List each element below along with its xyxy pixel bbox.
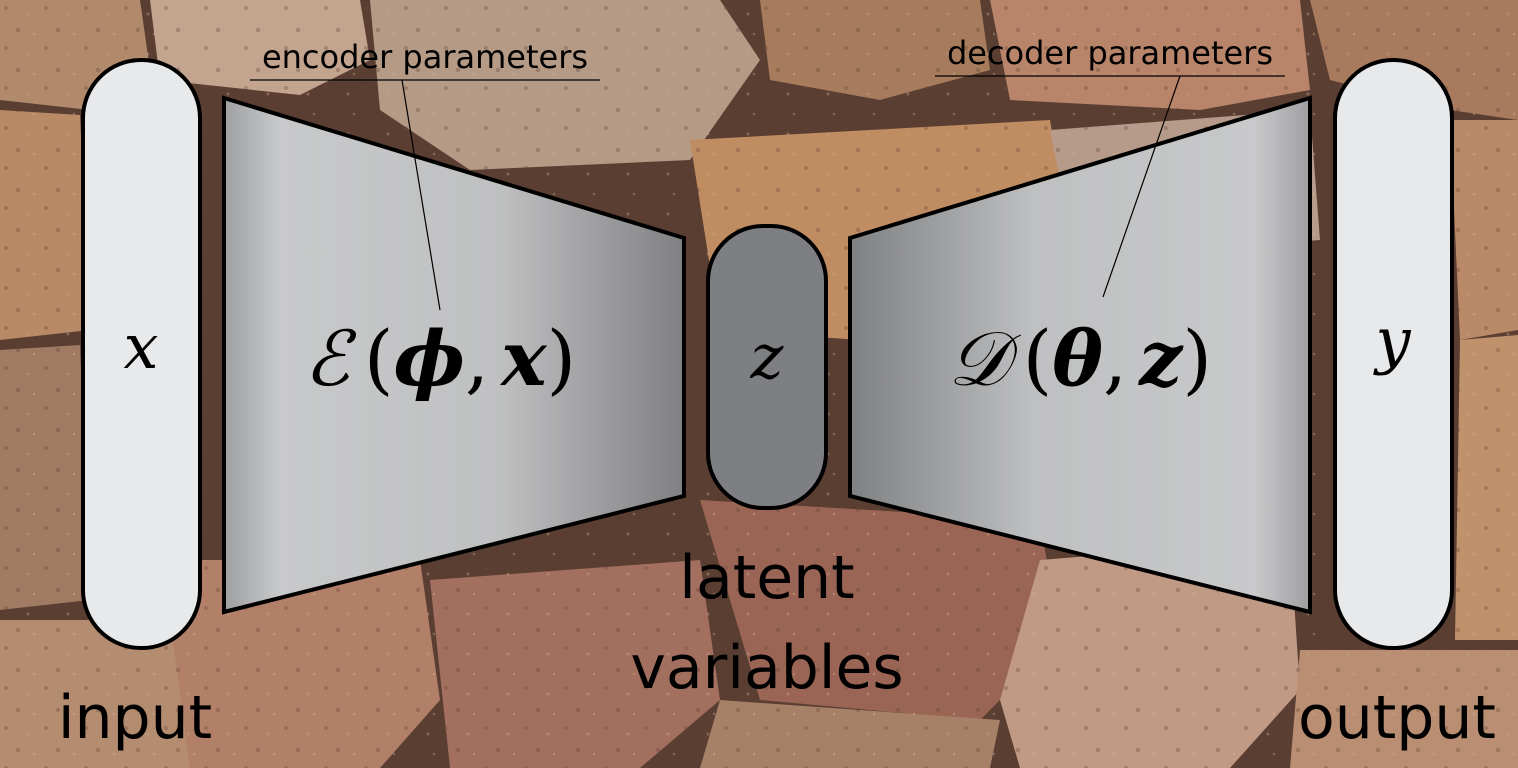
input-symbol-x: x [124,310,159,383]
latent-symbol-z: z [750,320,784,393]
encoder-function-label: ℰ(ϕ,x) [304,314,576,403]
latent-node: z [706,224,828,510]
encoder-block: ℰ(ϕ,x) [222,95,686,615]
encoder-parameters-annotation: encoder parameters [250,38,600,311]
output-caption: output [1298,683,1496,753]
input-caption: input [58,683,212,753]
decoder-block: 𝒟(θ,z) [848,95,1312,615]
decoder-parameters-annotation: decoder parameters [935,34,1285,298]
latent-caption-line1: latent [679,543,854,613]
output-node: y [1333,58,1454,650]
decoder-parameters-label: decoder parameters [947,34,1273,72]
encoder-parameters-label: encoder parameters [262,38,588,76]
latent-caption-line2: variables [630,633,903,703]
input-node: x [81,58,202,650]
output-symbol-y: y [1372,304,1411,377]
decoder-function-label: 𝒟(θ,z) [948,314,1212,403]
